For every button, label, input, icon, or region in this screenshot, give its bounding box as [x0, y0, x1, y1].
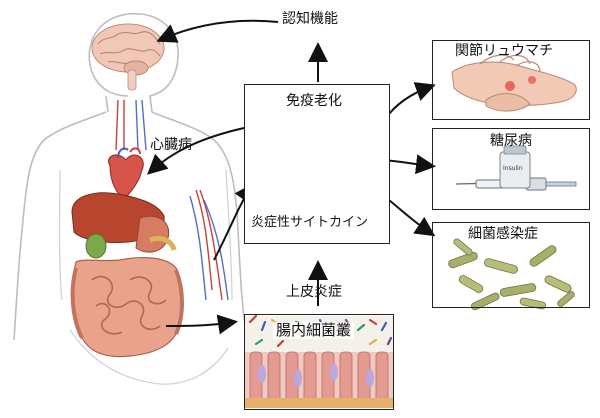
- arthritis-box: [432, 40, 590, 120]
- human-body: [13, 12, 247, 385]
- arrow-to-brain: [156, 19, 279, 43]
- organs-icon: [71, 192, 177, 259]
- intestines-icon: [70, 257, 184, 358]
- hands-icon: [451, 54, 577, 112]
- label-arthritis: 関節リュウマチ: [455, 43, 553, 59]
- brain-icon: [91, 23, 165, 91]
- arrow-to-infection: [383, 195, 436, 237]
- infection-box: [432, 222, 590, 308]
- label-insulin: Insulin: [503, 165, 523, 172]
- label-immune-aging: 免疫老化: [286, 93, 342, 109]
- arrow-to-diabetes: [383, 154, 436, 175]
- blood-vessels: [115, 99, 229, 301]
- arrow-to-heart: [147, 127, 245, 175]
- insulin-syringe-icon: [455, 145, 577, 191]
- immune-aging-box: [244, 84, 390, 244]
- label-cytokines: 炎症性サイトカイン: [251, 215, 369, 230]
- gut-epithelium-icon: [244, 314, 394, 408]
- label-infection: 細菌感染症: [468, 226, 538, 242]
- label-heart-disease: 心臓病: [150, 137, 192, 153]
- label-cognitive: 認知機能: [282, 11, 338, 27]
- label-diabetes: 糖尿病: [490, 133, 532, 149]
- label-epithelial-inflammation: 上皮炎症: [286, 284, 342, 300]
- bacteria-icon: [448, 238, 575, 311]
- diabetes-box: [432, 128, 590, 210]
- arrow-gut-to-flora: [165, 314, 238, 335]
- label-gut-flora: 腸内細菌叢: [273, 322, 355, 339]
- gut-flora-box: [244, 314, 394, 410]
- heart-icon: [108, 147, 144, 201]
- arrow-to-arthritis: [383, 82, 436, 121]
